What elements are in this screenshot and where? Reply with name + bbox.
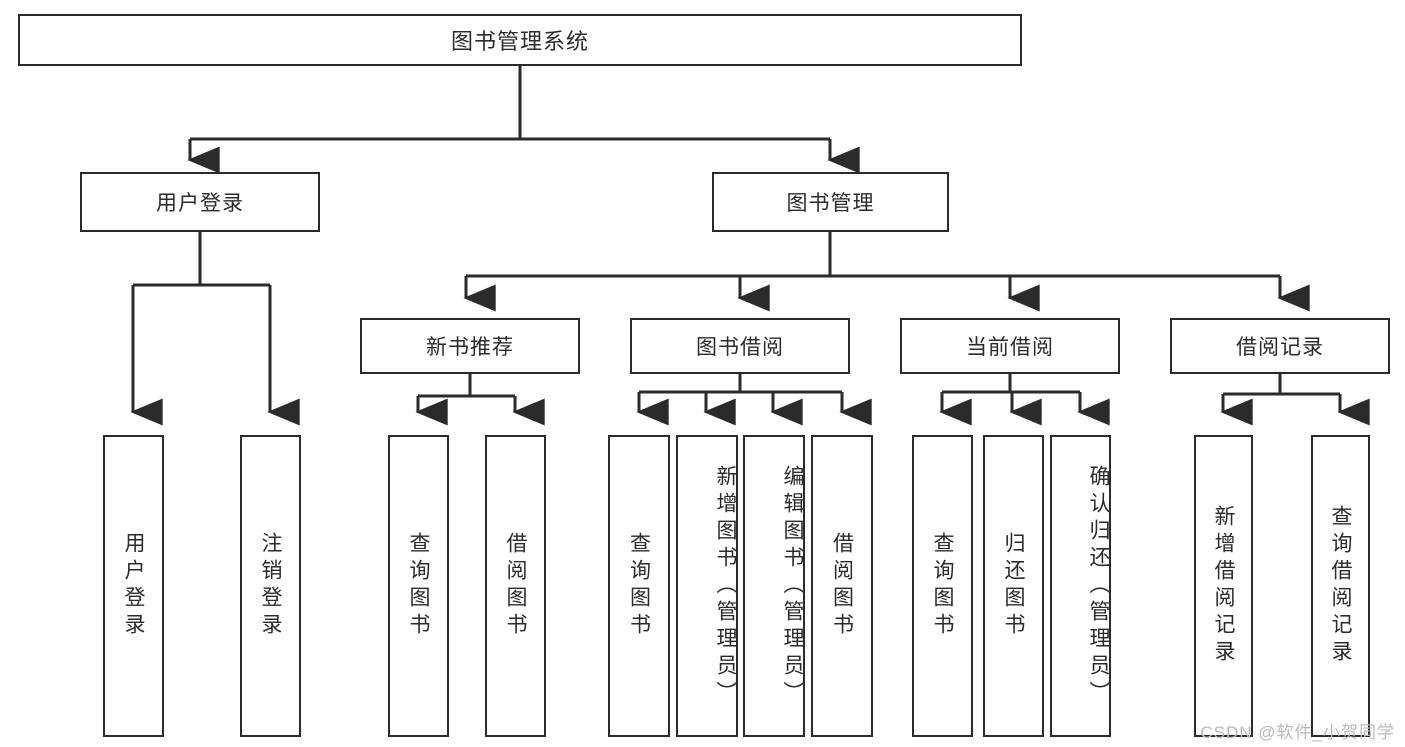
node-label: 借阅图书: [504, 532, 527, 640]
node-label: 用户登录: [122, 532, 145, 640]
node-root-book-management-system[interactable]: 图书管理系统: [18, 14, 1022, 66]
node-user-login[interactable]: 用户登录: [80, 172, 320, 232]
leaf-borrow-edit-book-admin[interactable]: 编辑图书（管理员）: [743, 435, 805, 737]
leaf-recommend-query-book[interactable]: 查询图书: [388, 435, 449, 737]
leaf-user-login-logout[interactable]: 注销登录: [240, 435, 301, 737]
node-borrow-record[interactable]: 借阅记录: [1170, 318, 1390, 374]
node-label: 注销登录: [259, 532, 282, 640]
leaf-record-add-borrow-record[interactable]: 新增借阅记录: [1194, 435, 1253, 737]
leaf-current-query-book[interactable]: 查询图书: [912, 435, 973, 737]
node-label: 查询图书: [627, 532, 651, 640]
node-current-borrow[interactable]: 当前借阅: [900, 318, 1120, 374]
node-label: 用户登录: [156, 192, 244, 215]
node-label: 图书管理: [786, 192, 875, 215]
leaf-borrow-add-book-admin[interactable]: 新增图书（管理员）: [676, 435, 738, 737]
node-label: 借阅记录: [1236, 336, 1324, 359]
node-label: 新增借阅记录: [1212, 505, 1235, 667]
node-label: 查询图书: [407, 532, 430, 640]
node-label: 新增图书（管理员）: [714, 464, 737, 708]
node-label: 查询借阅记录: [1329, 505, 1352, 667]
node-label: 查询图书: [931, 532, 954, 640]
leaf-recommend-borrow-book[interactable]: 借阅图书: [485, 435, 546, 737]
node-label: 编辑图书（管理员）: [781, 464, 804, 708]
leaf-borrow-borrow-book[interactable]: 借阅图书: [811, 435, 873, 737]
leaf-borrow-query-book[interactable]: 查询图书: [608, 435, 670, 737]
node-label: 新书推荐: [426, 336, 514, 359]
watermark: CSDN @软件_小贺同学: [1200, 723, 1395, 742]
node-book-management[interactable]: 图书管理: [712, 172, 949, 232]
node-label: 确认归还（管理员）: [1087, 464, 1110, 708]
leaf-current-confirm-return-admin[interactable]: 确认归还（管理员）: [1050, 435, 1111, 737]
node-label: 借阅图书: [830, 532, 854, 640]
node-label: 图书借阅: [696, 336, 784, 359]
node-label: 归还图书: [1002, 532, 1025, 640]
leaf-current-return-book[interactable]: 归还图书: [983, 435, 1044, 737]
node-label: 当前借阅: [966, 336, 1054, 359]
node-label: 图书管理系统: [450, 29, 589, 54]
leaf-record-query-borrow-record[interactable]: 查询借阅记录: [1311, 435, 1370, 737]
leaf-user-login-login[interactable]: 用户登录: [103, 435, 164, 737]
node-new-book-recommend[interactable]: 新书推荐: [360, 318, 580, 374]
node-book-borrow[interactable]: 图书借阅: [630, 318, 850, 374]
